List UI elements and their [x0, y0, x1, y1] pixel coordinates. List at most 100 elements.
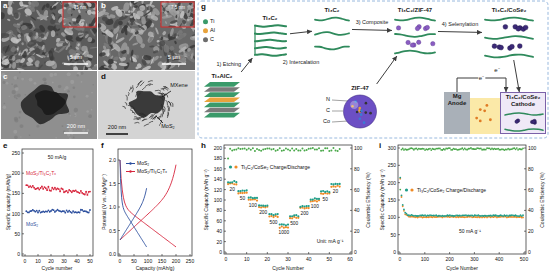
tick-mark — [134, 254, 135, 256]
data-point — [229, 181, 231, 183]
mos2-flake — [128, 92, 130, 96]
grain — [54, 47, 57, 51]
grain — [52, 5, 57, 10]
tick-label: 50 — [327, 257, 333, 262]
grain — [4, 44, 10, 53]
data-point — [287, 149, 289, 151]
sem-image — [1, 1, 97, 70]
rate-label: 100 — [311, 205, 319, 210]
grain — [36, 125, 39, 128]
tick-mark — [398, 182, 400, 183]
mos2-flake — [153, 115, 156, 119]
tick-label: 180 — [214, 156, 222, 161]
particle — [515, 120, 519, 124]
grain — [52, 82, 54, 84]
tick-mark — [22, 193, 24, 194]
tick-label: 100 — [528, 146, 536, 151]
connectors — [241, 29, 519, 92]
axis-title: Specific capacity (mAh/g) — [6, 174, 11, 230]
tick-label: 0 — [219, 250, 222, 255]
tick-label: 20 — [48, 259, 54, 264]
grain — [83, 65, 86, 70]
tem-image — [1, 71, 97, 139]
grain — [185, 54, 195, 64]
data-point — [53, 188, 55, 190]
node-label: Ti₃C₂ — [312, 6, 352, 14]
grain — [101, 16, 108, 23]
data-point — [320, 190, 322, 192]
legend-item: Ti₃C₂/CoSe₂ Charge/Discharge — [228, 165, 310, 170]
data-point — [314, 148, 316, 150]
particle — [517, 44, 522, 49]
data-point — [27, 184, 29, 186]
tick-label: 250 — [186, 259, 194, 264]
crystal-layer — [204, 103, 240, 108]
data-point — [403, 208, 405, 210]
data-point — [293, 149, 295, 151]
data-point — [250, 196, 252, 198]
tick-label: 300 — [470, 257, 478, 262]
mos2-flake — [131, 106, 135, 110]
grain — [188, 49, 195, 55]
grain — [44, 82, 47, 85]
atom — [364, 111, 367, 114]
mos2-flake — [162, 88, 168, 90]
tick-label: 500 — [520, 257, 528, 262]
tick-mark — [524, 148, 526, 149]
grain — [132, 42, 138, 46]
mos2-flake — [134, 122, 139, 124]
grain — [90, 47, 97, 49]
particle — [523, 25, 528, 30]
grain — [40, 33, 45, 39]
data-line — [120, 188, 147, 240]
grain — [141, 16, 147, 25]
tick-mark — [524, 252, 526, 253]
tick-mark — [77, 254, 78, 256]
grain — [86, 95, 89, 98]
grain — [58, 85, 61, 88]
panel-letter: h — [201, 142, 206, 150]
cathode-electrode: Ti₃C₂/CoSe₂ Cathode — [500, 92, 546, 134]
tick-mark — [22, 213, 24, 214]
scale-label: 5 μm — [70, 55, 82, 61]
mos2-flake — [142, 87, 146, 90]
grain — [139, 42, 145, 49]
grain — [130, 56, 133, 62]
particle — [415, 26, 419, 30]
grain — [27, 57, 34, 64]
data-point — [254, 197, 256, 199]
data-point — [332, 183, 334, 185]
data-point — [299, 207, 301, 209]
rate-label: 200 — [301, 212, 309, 217]
grain — [188, 17, 191, 19]
tick-mark — [176, 254, 177, 256]
legend-label: Ti₃C₂/CoSe₂ Charge/Discharge — [417, 188, 486, 193]
data-point — [79, 192, 81, 194]
particle — [416, 40, 420, 44]
data-point — [256, 197, 258, 199]
data-point — [279, 147, 281, 149]
data-point — [316, 149, 318, 151]
data-point — [339, 148, 341, 150]
data-point — [40, 187, 42, 189]
grain — [10, 46, 18, 54]
tick-mark — [398, 234, 400, 235]
grain — [86, 110, 89, 113]
data-point — [281, 223, 283, 225]
tick-label: 200 — [445, 257, 453, 262]
data-point — [48, 186, 50, 188]
mxene-sheet — [485, 55, 533, 58]
grain — [14, 76, 18, 80]
scale-bar — [64, 132, 88, 134]
data-point — [401, 195, 403, 197]
mos2-flake — [159, 97, 163, 100]
scale-bar — [64, 63, 88, 65]
data-point — [62, 188, 64, 190]
particle-core — [35, 90, 66, 115]
grain — [17, 7, 25, 11]
process-arrow — [241, 58, 252, 72]
rate-label: 1000 — [279, 231, 290, 236]
data-point — [235, 148, 237, 150]
grain — [159, 36, 169, 41]
data-point — [318, 198, 320, 200]
